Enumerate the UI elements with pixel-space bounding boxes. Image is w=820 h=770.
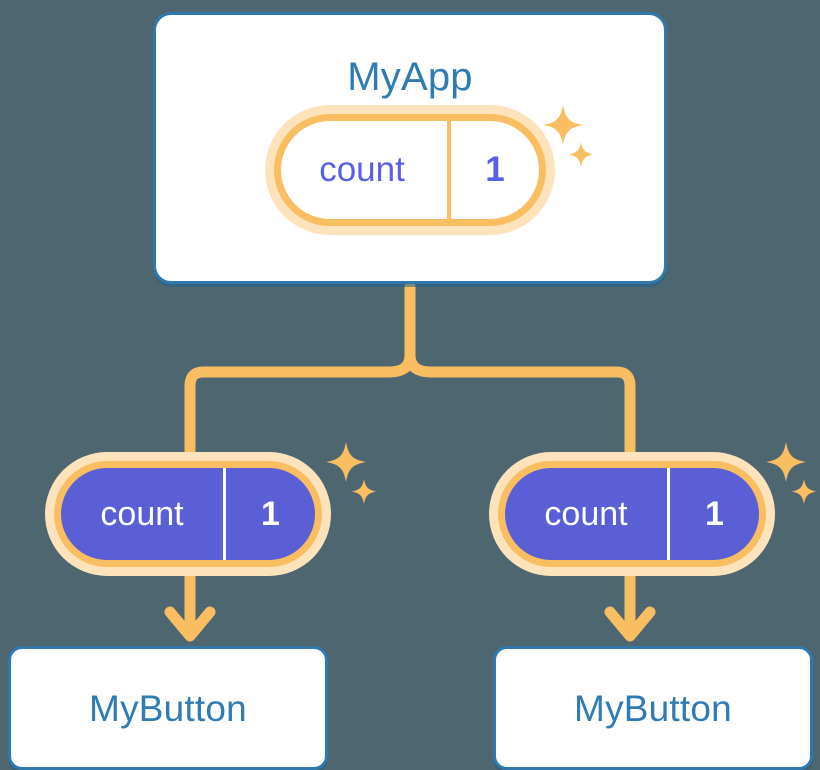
state-pill-inner: count 1 (274, 114, 546, 226)
arrow-head-left (164, 606, 216, 642)
state-key-label: count (319, 150, 405, 189)
component-card-mybutton-right[interactable]: MyButton (493, 646, 813, 770)
card-title-myapp: MyApp (347, 55, 473, 99)
state-pill-myapp[interactable]: count 1 (265, 105, 555, 235)
card-title-mybutton-left: MyButton (89, 688, 247, 729)
component-card-mybutton-left[interactable]: MyButton (8, 646, 328, 770)
state-key-label: count (544, 494, 628, 533)
state-key-label: count (100, 494, 184, 533)
state-pill-inner: count 1 (54, 461, 322, 567)
state-value-label: 1 (223, 468, 315, 560)
state-pill-inner: count 1 (498, 461, 766, 567)
state-value-label: 1 (447, 121, 539, 219)
state-value-label: 1 (667, 468, 759, 560)
connector-branch-left (184, 349, 416, 466)
connector-branch-right (404, 349, 636, 466)
arrow-head-right (604, 606, 656, 642)
state-pill-mybutton-right[interactable]: count 1 (489, 452, 775, 576)
card-title-mybutton-right: MyButton (574, 688, 732, 729)
state-pill-mybutton-left[interactable]: count 1 (45, 452, 331, 576)
